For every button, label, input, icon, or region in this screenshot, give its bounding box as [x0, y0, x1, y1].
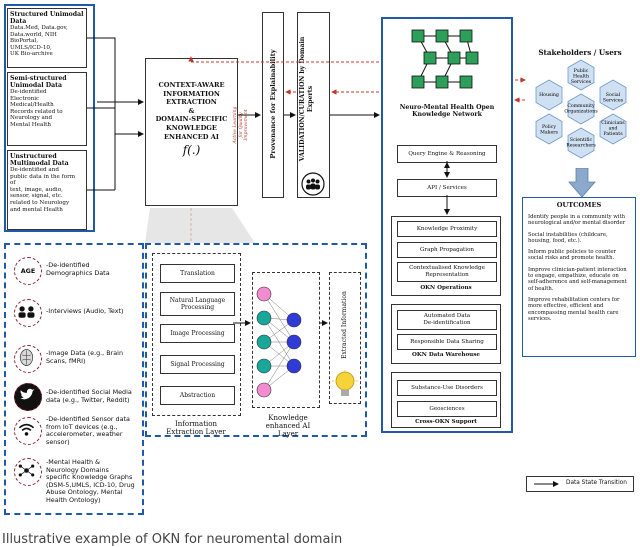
knowledge-graph-icon: [14, 458, 42, 486]
validation-box: [297, 12, 330, 198]
op-item-label: Contextualised Knowledge Representation: [409, 265, 485, 278]
figure-caption: Illustrative example of OKN for neuromen…: [2, 532, 343, 547]
age-icon: AGE: [14, 257, 42, 285]
extracted-info-box: [329, 272, 361, 404]
okn-operations-label: OKN Operations: [420, 285, 472, 291]
info-extraction-layer: [152, 253, 241, 416]
support-item-label: Geosciences: [429, 405, 465, 412]
data-type-label: -De-identified Demographics Data: [46, 261, 110, 277]
structured-source-body: Data.Med, Data.gov, Data.world, NIH BioP…: [10, 25, 68, 58]
extraction-box: CONTEXT-AWARE INFORMATION EXTRACTION & D…: [145, 58, 238, 206]
outcome-item: Improve rehabilitation centers for more …: [528, 296, 620, 322]
warehouse-item-label: Responsible Data Sharing: [410, 338, 484, 345]
outcome-item: Inform public policies to counter social…: [528, 249, 617, 262]
extraction-function: f(.): [182, 143, 201, 158]
lightbulb-icon: [332, 370, 358, 396]
hex-community: [567, 93, 595, 125]
stakeholders-title: Stakeholders / Users: [538, 48, 622, 57]
semi-structured-source-box: Semi-structured Unimodal Data De-identif…: [7, 72, 87, 146]
op-item-label: Knowledge Proximity: [416, 225, 478, 232]
structured-source-box: Structured Unimodal Data Data.Med, Data.…: [7, 8, 87, 68]
graph-propagation-box: Graph Propagation: [397, 242, 497, 258]
nlp-box: Natural Language Processing: [160, 292, 235, 316]
outcome-item: Social instabilities (childcare, housing…: [528, 231, 608, 244]
hex-public-health: [567, 59, 595, 91]
api-services-label: API / Services: [427, 184, 467, 191]
outcomes-title: OUTCOMES: [556, 201, 602, 209]
cross-okn-label: Cross-OKN Support: [415, 419, 477, 425]
legend-label: Data State Transition: [566, 480, 627, 486]
de-identification-box: Automated Data De-identification: [397, 310, 497, 330]
warehouse-item-label: Automated Data De-identification: [423, 313, 471, 326]
brain-scan-icon: [14, 345, 42, 373]
social-media-icon: [14, 383, 42, 411]
provenance-box: [262, 12, 284, 198]
extraction-item-label: Translation: [180, 270, 215, 277]
abstraction-box: Abstraction: [160, 386, 235, 405]
knowledge-proximity-box: Knowledge Proximity: [397, 221, 497, 237]
outcome-item: Improve clinician-patient interaction to…: [528, 266, 627, 292]
knowledge-layer-label: Knowledge enhanced AI Layer: [265, 414, 311, 439]
unstructured-source-title: Unstructured Multimodal Data: [10, 153, 69, 167]
data-type-label: -De-identified Sensor data from IoT devi…: [46, 415, 130, 446]
hex-policy-makers: [535, 113, 563, 145]
age-icon-text: AGE: [20, 267, 36, 275]
neural-network-icon: [256, 286, 302, 398]
outcome-item: Identify people in a community with neur…: [528, 214, 626, 227]
translation-box: Translation: [160, 264, 235, 283]
okn-title: Neuro-Mental Health Open Knowledge Netwo…: [399, 104, 495, 119]
legend-box: [526, 476, 634, 492]
experts-icon: [301, 172, 325, 196]
query-engine-label: Query Engine & Reasoning: [408, 150, 486, 157]
interview-icon: [14, 299, 42, 327]
hex-housing: [535, 79, 563, 111]
geosciences-box: Geosciences: [397, 401, 497, 417]
extraction-item-label: Signal Processing: [170, 361, 225, 368]
sensor-icon: [14, 417, 42, 445]
data-sharing-box: Responsible Data Sharing: [397, 334, 497, 350]
hex-social-services: [599, 79, 627, 111]
info-extraction-label: Information Extraction Layer: [166, 420, 226, 437]
data-type-label: -De-identified Social Media data (e.g., …: [46, 388, 132, 404]
semi-source-title: Semi-structured Unimodal Data: [10, 75, 67, 89]
hex-researchers: [567, 127, 595, 159]
support-item-label: Substance-Use Disorders: [411, 384, 483, 391]
hex-label-1: Housing: [539, 92, 559, 98]
signal-processing-box: Signal Processing: [160, 355, 235, 374]
extraction-title: CONTEXT-AWARE INFORMATION EXTRACTION & D…: [155, 81, 228, 141]
knowledge-network-icon: [411, 29, 479, 89]
okn-warehouse-label: OKN Data Warehouse: [412, 352, 480, 358]
down-arrow-icon: [568, 168, 596, 198]
data-type-label: -Mental Health & Neurology Domains speci…: [46, 458, 135, 504]
semi-source-body: De-identified Electronic Medical/Health …: [10, 89, 63, 128]
data-type-label: -Interviews (Audio, Text): [46, 307, 124, 315]
op-item-label: Graph Propagation: [419, 246, 475, 253]
knowledge-ai-layer: [252, 272, 320, 408]
contextualised-knowledge-box: Contextualised Knowledge Representation: [397, 262, 497, 282]
image-processing-box: Image Processing: [160, 324, 235, 343]
outcomes-panel: OUTCOMES Identify people in a community …: [522, 197, 636, 357]
hex-clinicians: [599, 113, 627, 145]
structured-source-title: Structured Unimodal Data: [10, 11, 84, 25]
unstructured-source-body: De-identified and public data in the for…: [10, 167, 76, 213]
extraction-item-label: Natural Language Processing: [169, 297, 226, 311]
data-type-label: -Image Data (e.g., Brain Scans, fMRI): [46, 349, 124, 365]
extraction-item-label: Image Processing: [170, 330, 225, 337]
unstructured-source-box: Unstructured Multimodal Data De-identifi…: [7, 150, 87, 230]
extraction-item-label: Abstraction: [179, 392, 216, 399]
substance-use-box: Substance-Use Disorders: [397, 380, 497, 396]
